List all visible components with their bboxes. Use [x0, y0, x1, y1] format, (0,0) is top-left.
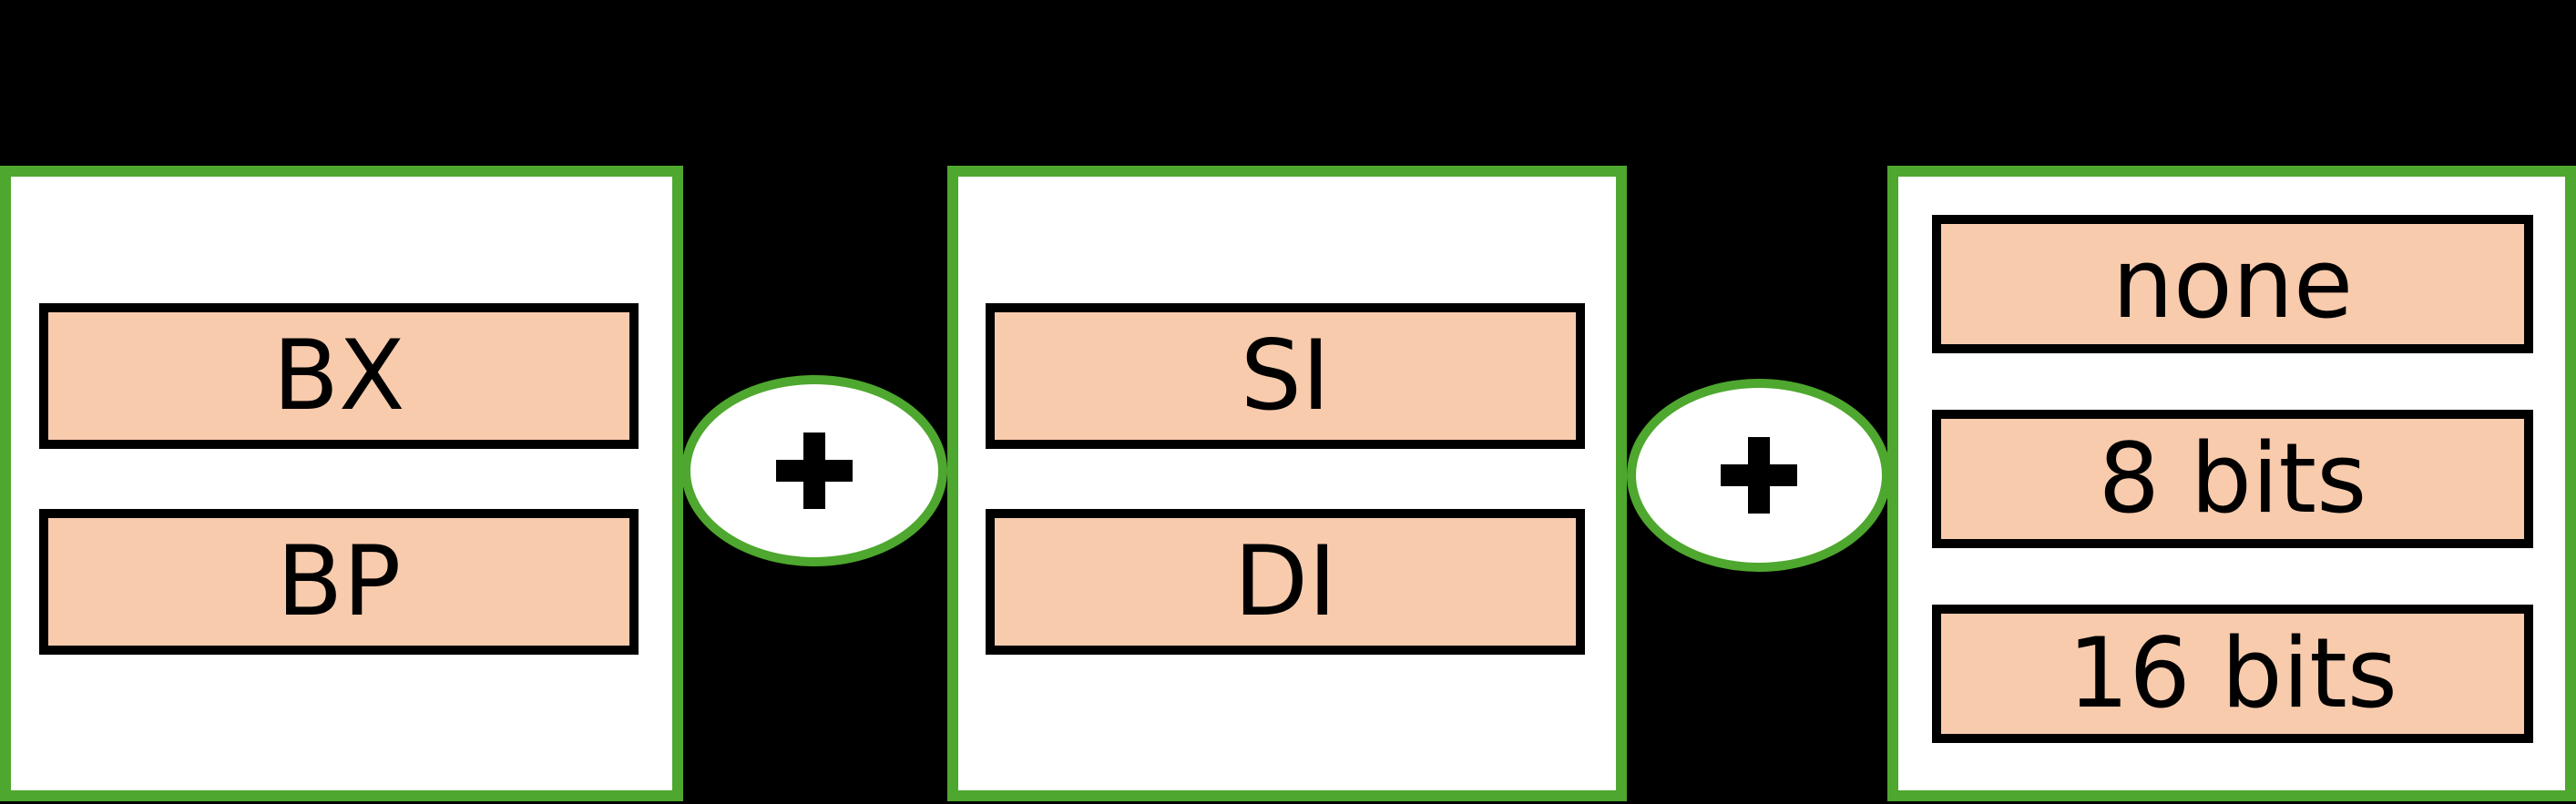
chip-16bits-label: 16 bits [2067, 617, 2398, 729]
chip-si-label: SI [1240, 320, 1331, 432]
chip-16bits: 16 bits [1932, 605, 2533, 743]
chip-bx: BX [39, 303, 639, 449]
chip-8bits: 8 bits [1932, 410, 2533, 548]
plus-operator-2 [1627, 379, 1891, 572]
chip-none: none [1932, 215, 2533, 353]
chip-none-label: none [2111, 228, 2354, 340]
chip-bx-label: BX [272, 320, 405, 432]
plus-operator-1 [681, 375, 947, 566]
panel-index-registers: SI DI [947, 166, 1627, 801]
plus-icon [1721, 437, 1797, 514]
chip-di: DI [986, 509, 1585, 655]
chip-bp: BP [39, 509, 639, 655]
chip-8bits-label: 8 bits [2098, 422, 2367, 534]
chip-bp-label: BP [276, 525, 402, 637]
panel-base-registers: BX BP [0, 166, 683, 801]
chip-di-label: DI [1233, 525, 1337, 637]
panel-displacement: none 8 bits 16 bits [1887, 166, 2576, 801]
plus-icon [776, 433, 853, 509]
chip-si: SI [986, 303, 1585, 449]
